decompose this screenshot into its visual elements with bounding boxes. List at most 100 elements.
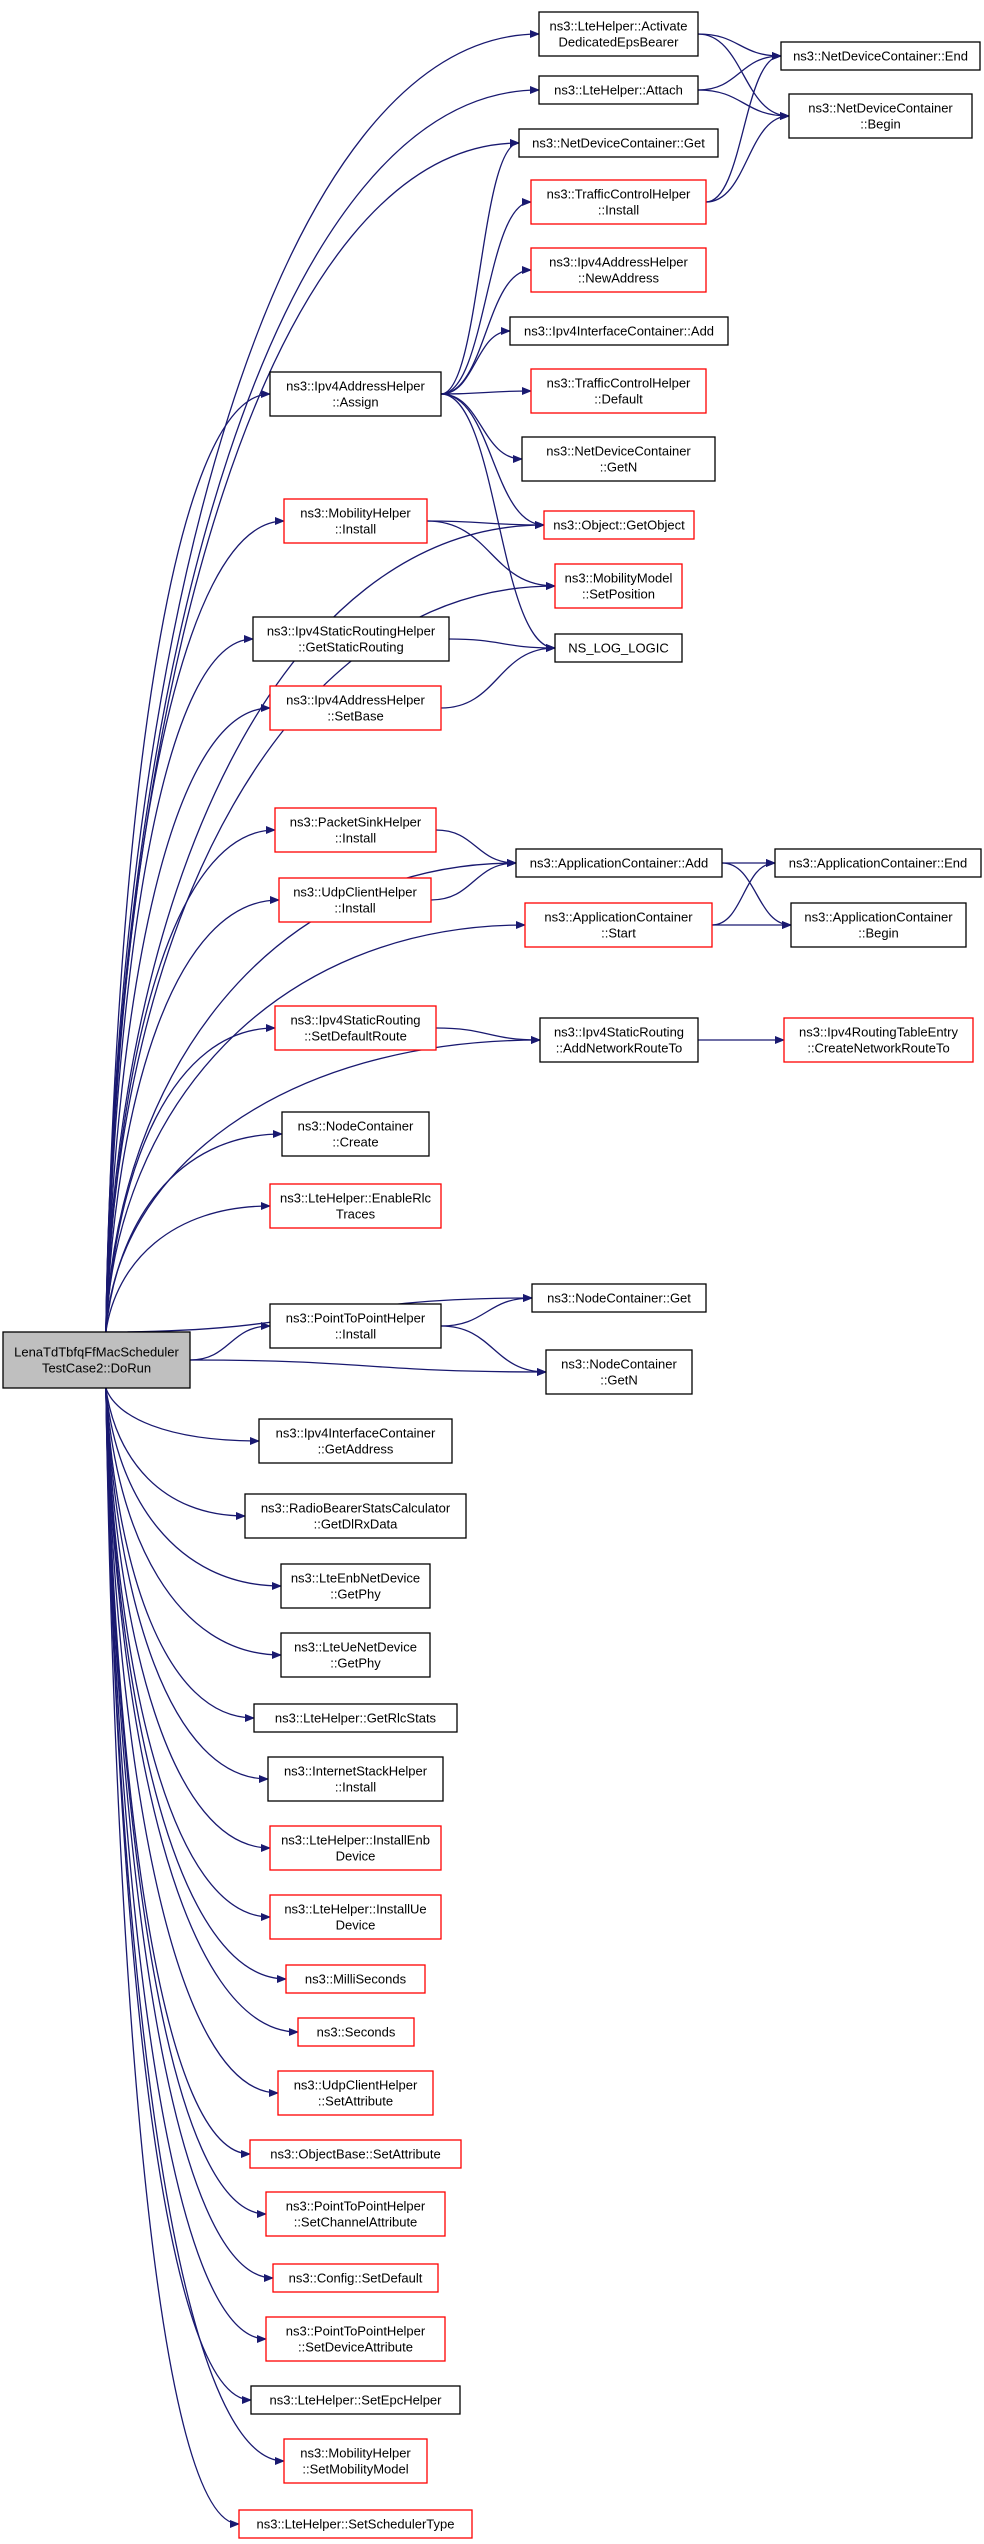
node-tchInstall[interactable]: ns3::TrafficControlHelper::Install <box>530 179 707 225</box>
node-ptpSetDevice[interactable]: ns3::PointToPointHelper::SetDeviceAttrib… <box>265 2316 446 2362</box>
node-objGetObject[interactable]: ns3::Object::GetObject <box>543 510 695 540</box>
edge-root-to-ncCreate <box>105 1130 283 1333</box>
node-box <box>265 2316 446 2362</box>
node-iicAdd[interactable]: ns3::Ipv4InterfaceContainer::Add <box>509 316 729 346</box>
node-label: ns3::Ipv4InterfaceContainer::Add <box>524 324 714 339</box>
node-ipv4NewAddr[interactable]: ns3::Ipv4AddressHelper::NewAddress <box>530 247 707 293</box>
node-label: ns3::Ipv4StaticRouting <box>554 1025 684 1040</box>
node-label: ns3::Config::SetDefault <box>289 2271 423 2286</box>
node-box <box>277 2070 434 2116</box>
edge-root-to-seconds <box>105 1387 299 2036</box>
edge-root-to-pshInstall <box>105 826 276 1333</box>
node-ncGet[interactable]: ns3::NodeContainer::Get <box>531 1283 707 1313</box>
node-label: ns3::LteHelper::InstallEnb <box>281 1833 430 1848</box>
node-lteGetRlcStats[interactable]: ns3::LteHelper::GetRlcStats <box>253 1703 458 1733</box>
node-label: ns3::Ipv4StaticRouting <box>290 1013 420 1028</box>
node-isrAddNetwork[interactable]: ns3::Ipv4StaticRouting::AddNetworkRouteT… <box>539 1017 699 1063</box>
node-ndcEnd[interactable]: ns3::NetDeviceContainer::End <box>780 41 981 71</box>
node-ncGetN[interactable]: ns3::NodeContainer::GetN <box>545 1349 693 1395</box>
node-ishInstall[interactable]: ns3::InternetStackHelper::Install <box>267 1756 444 1802</box>
node-box <box>518 128 719 158</box>
edge-tchInstall-to-ndcBegin <box>705 112 790 203</box>
node-ptpInstall[interactable]: ns3::PointToPointHelper::Install <box>269 1303 442 1349</box>
node-ncCreate[interactable]: ns3::NodeContainer::Create <box>281 1111 430 1157</box>
node-label: ns3::PointToPointHelper <box>286 2199 426 2214</box>
node-box <box>790 902 967 948</box>
edge-root-to-isrhGetStatic <box>105 635 254 1333</box>
edge-root-to-ipv4SetBase <box>105 704 271 1333</box>
edge-root-to-uchInstall <box>105 896 280 1333</box>
node-box <box>283 498 428 544</box>
node-pshInstall[interactable]: ns3::PacketSinkHelper::Install <box>274 807 437 853</box>
node-box <box>297 2017 415 2047</box>
node-box <box>539 1017 699 1063</box>
node-objBaseSetAttr[interactable]: ns3::ObjectBase::SetAttribute <box>249 2139 462 2169</box>
node-box <box>280 1632 431 1678</box>
edge-root-to-acAdd <box>105 859 517 1333</box>
edge-activate-to-ndcEnd <box>697 33 782 60</box>
node-box <box>538 11 699 57</box>
node-label: ::SetChannelAttribute <box>294 2215 418 2230</box>
node-milliSeconds[interactable]: ns3::MilliSeconds <box>285 1964 426 1994</box>
node-lteUeGetPhy[interactable]: ns3::LteUeNetDevice::GetPhy <box>280 1632 431 1678</box>
node-label: ns3::LteHelper::InstallUe <box>284 1902 426 1917</box>
node-ndcGet[interactable]: ns3::NetDeviceContainer::Get <box>518 128 719 158</box>
edge-root-to-lteInstallUe <box>105 1387 271 1921</box>
node-box <box>783 1017 974 1063</box>
node-label: ns3::NetDeviceContainer::Get <box>532 136 705 151</box>
node-box <box>554 563 683 609</box>
node-label: ns3::UdpClientHelper <box>294 2078 418 2093</box>
node-label: ns3::LteHelper::SetSchedulerType <box>256 2517 454 2532</box>
node-lteEnbGetPhy[interactable]: ns3::LteEnbNetDevice::GetPhy <box>280 1563 431 1609</box>
node-lteSetEpc[interactable]: ns3::LteHelper::SetEpcHelper <box>250 2385 461 2415</box>
node-uchSetAttr[interactable]: ns3::UdpClientHelper::SetAttribute <box>277 2070 434 2116</box>
node-tchDefault[interactable]: ns3::TrafficControlHelper::Default <box>530 368 707 414</box>
node-ipv4SetBase[interactable]: ns3::Ipv4AddressHelper::SetBase <box>269 685 442 731</box>
node-ptpSetChannel[interactable]: ns3::PointToPointHelper::SetChannelAttri… <box>265 2191 446 2237</box>
node-ndcGetN[interactable]: ns3::NetDeviceContainer::GetN <box>521 436 716 482</box>
node-iicGetAddress[interactable]: ns3::Ipv4InterfaceContainer::GetAddress <box>258 1418 453 1464</box>
node-acAdd[interactable]: ns3::ApplicationContainer::Add <box>515 848 723 878</box>
node-label: ::Install <box>335 1327 376 1342</box>
node-label: ::SetBase <box>327 709 383 724</box>
node-label: NS_LOG_LOGIC <box>568 641 668 656</box>
node-box <box>543 510 695 540</box>
node-box <box>274 807 437 853</box>
node-mhSetMobility[interactable]: ns3::MobilityHelper::SetMobilityModel <box>283 2438 428 2484</box>
node-acStart[interactable]: ns3::ApplicationContainer::Start <box>524 902 713 948</box>
node-label: ns3::MobilityHelper <box>300 2446 411 2461</box>
node-label: ns3::LteUeNetDevice <box>294 1640 417 1655</box>
node-mmSetPosition[interactable]: ns3::MobilityModel::SetPosition <box>554 563 683 609</box>
node-irteCreate[interactable]: ns3::Ipv4RoutingTableEntry::CreateNetwor… <box>783 1017 974 1063</box>
node-mhInstall[interactable]: ns3::MobilityHelper::Install <box>283 498 428 544</box>
node-ndcBegin[interactable]: ns3::NetDeviceContainer::Begin <box>788 93 973 139</box>
node-nsLogLogic[interactable]: NS_LOG_LOGIC <box>554 633 683 663</box>
node-label: ns3::PointToPointHelper <box>286 2324 426 2339</box>
node-box <box>524 902 713 948</box>
node-label: ::Assign <box>332 395 378 410</box>
node-box <box>269 1894 442 1940</box>
node-box <box>269 371 442 417</box>
node-label: ::AddNetworkRouteTo <box>556 1041 682 1056</box>
node-acEnd[interactable]: ns3::ApplicationContainer::End <box>774 848 982 878</box>
node-attach[interactable]: ns3::LteHelper::Attach <box>538 75 699 105</box>
node-label: ::Install <box>598 203 639 218</box>
edge-ipv4Assign-to-ndcGet <box>440 139 520 395</box>
node-lteSetScheduler[interactable]: ns3::LteHelper::SetSchedulerType <box>238 2509 473 2539</box>
node-acBegin[interactable]: ns3::ApplicationContainer::Begin <box>790 902 967 948</box>
node-ipv4Assign[interactable]: ns3::Ipv4AddressHelper::Assign <box>269 371 442 417</box>
node-isrSetDefault[interactable]: ns3::Ipv4StaticRouting::SetDefaultRoute <box>274 1005 437 1051</box>
node-rbscGetDl[interactable]: ns3::RadioBearerStatsCalculator::GetDlRx… <box>244 1493 467 1539</box>
node-isrhGetStatic[interactable]: ns3::Ipv4StaticRoutingHelper::GetStaticR… <box>252 616 450 662</box>
node-configSetDefault[interactable]: ns3::Config::SetDefault <box>272 2263 439 2293</box>
edge-ipv4Assign-to-tchInstall <box>440 198 532 395</box>
node-seconds[interactable]: ns3::Seconds <box>297 2017 415 2047</box>
node-box <box>281 1111 430 1157</box>
node-uchInstall[interactable]: ns3::UdpClientHelper::Install <box>278 877 432 923</box>
node-label: ::SetAttribute <box>318 2094 393 2109</box>
node-label: ns3::Ipv4AddressHelper <box>549 255 688 270</box>
node-activate[interactable]: ns3::LteHelper::ActivateDedicatedEpsBear… <box>538 11 699 57</box>
